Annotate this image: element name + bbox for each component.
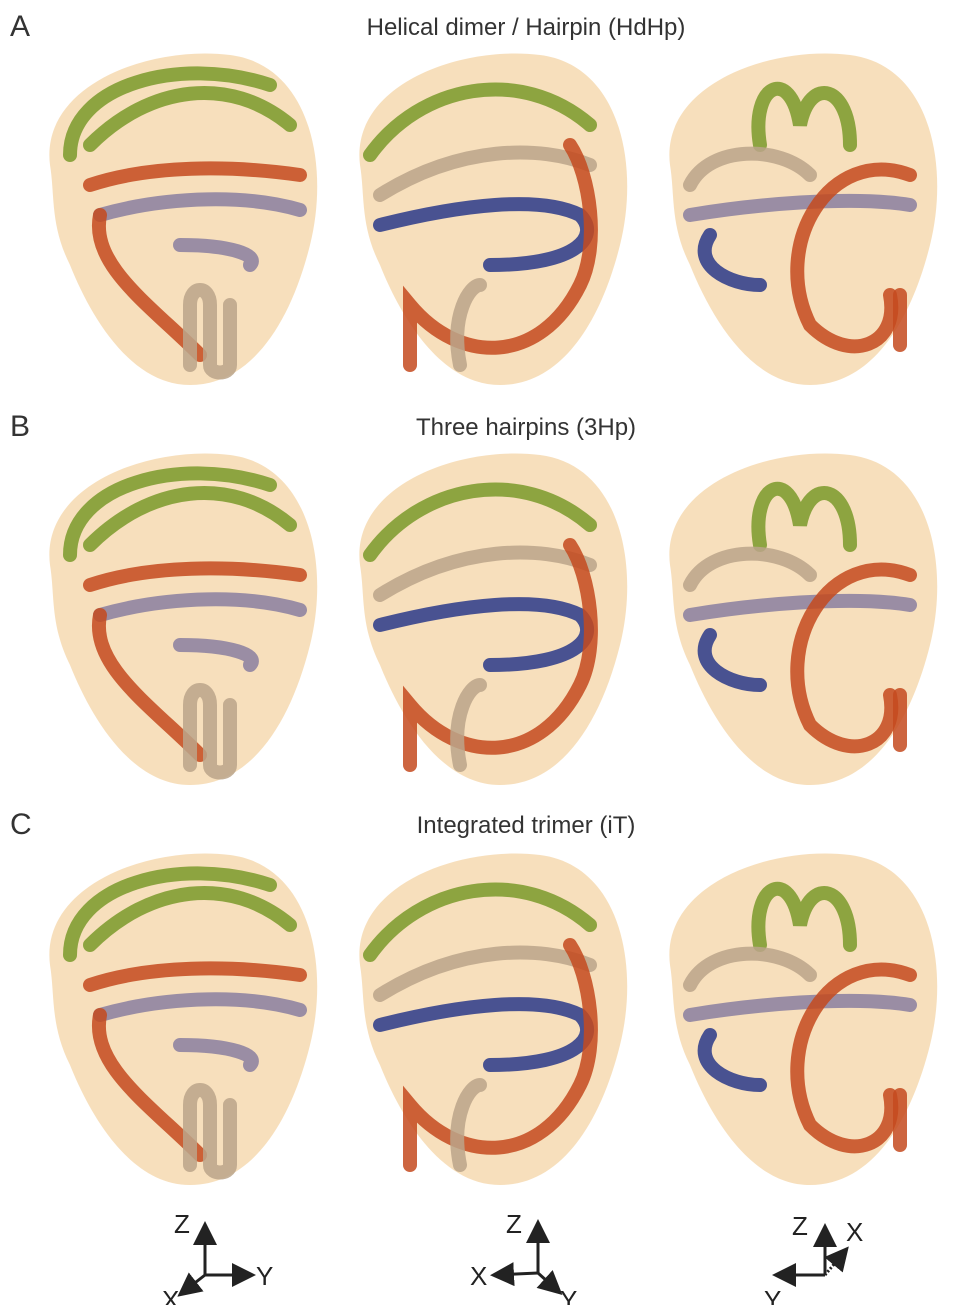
panel-letter-a: A: [10, 10, 30, 44]
axis-label-z: Z: [506, 1209, 522, 1239]
structure-view-1-2: [340, 45, 640, 385]
structure-view-3-3: [650, 845, 950, 1185]
panel-letter-c: C: [10, 808, 32, 842]
backbone-tube: [190, 290, 230, 373]
axis-label-y: Y: [764, 1285, 781, 1305]
structure-view-3-1: [30, 845, 330, 1185]
axis-label-x: X: [162, 1285, 179, 1305]
panel-title-b: Three hairpins (3Hp): [226, 414, 826, 442]
axis-label-z: Z: [792, 1211, 808, 1241]
structure-view-3-2: [340, 845, 640, 1185]
axes-view-3: Z X Y: [760, 1205, 920, 1305]
structure-view-2-3: [650, 445, 950, 785]
panel-letter-b: B: [10, 410, 30, 444]
axis-label-z: Z: [174, 1209, 190, 1239]
axis-label-y: Y: [256, 1261, 273, 1291]
axis-label-x: X: [846, 1217, 863, 1247]
structure-view-1-3: [650, 45, 950, 385]
structure-view-2-2: [340, 445, 640, 785]
structure-view-2-1: [30, 445, 330, 785]
axis-label-y: Y: [560, 1285, 577, 1305]
axis-label-x: X: [470, 1261, 487, 1291]
panel-title-c: Integrated trimer (iT): [226, 812, 826, 840]
panel-title-a: Helical dimer / Hairpin (HdHp): [226, 14, 826, 42]
backbone-tube: [190, 1090, 230, 1173]
axes-view-1: Z Y X: [140, 1205, 300, 1305]
backbone-tube: [190, 690, 230, 773]
structure-view-1-1: [30, 45, 330, 385]
axes-view-2: Z X Y: [460, 1205, 620, 1305]
